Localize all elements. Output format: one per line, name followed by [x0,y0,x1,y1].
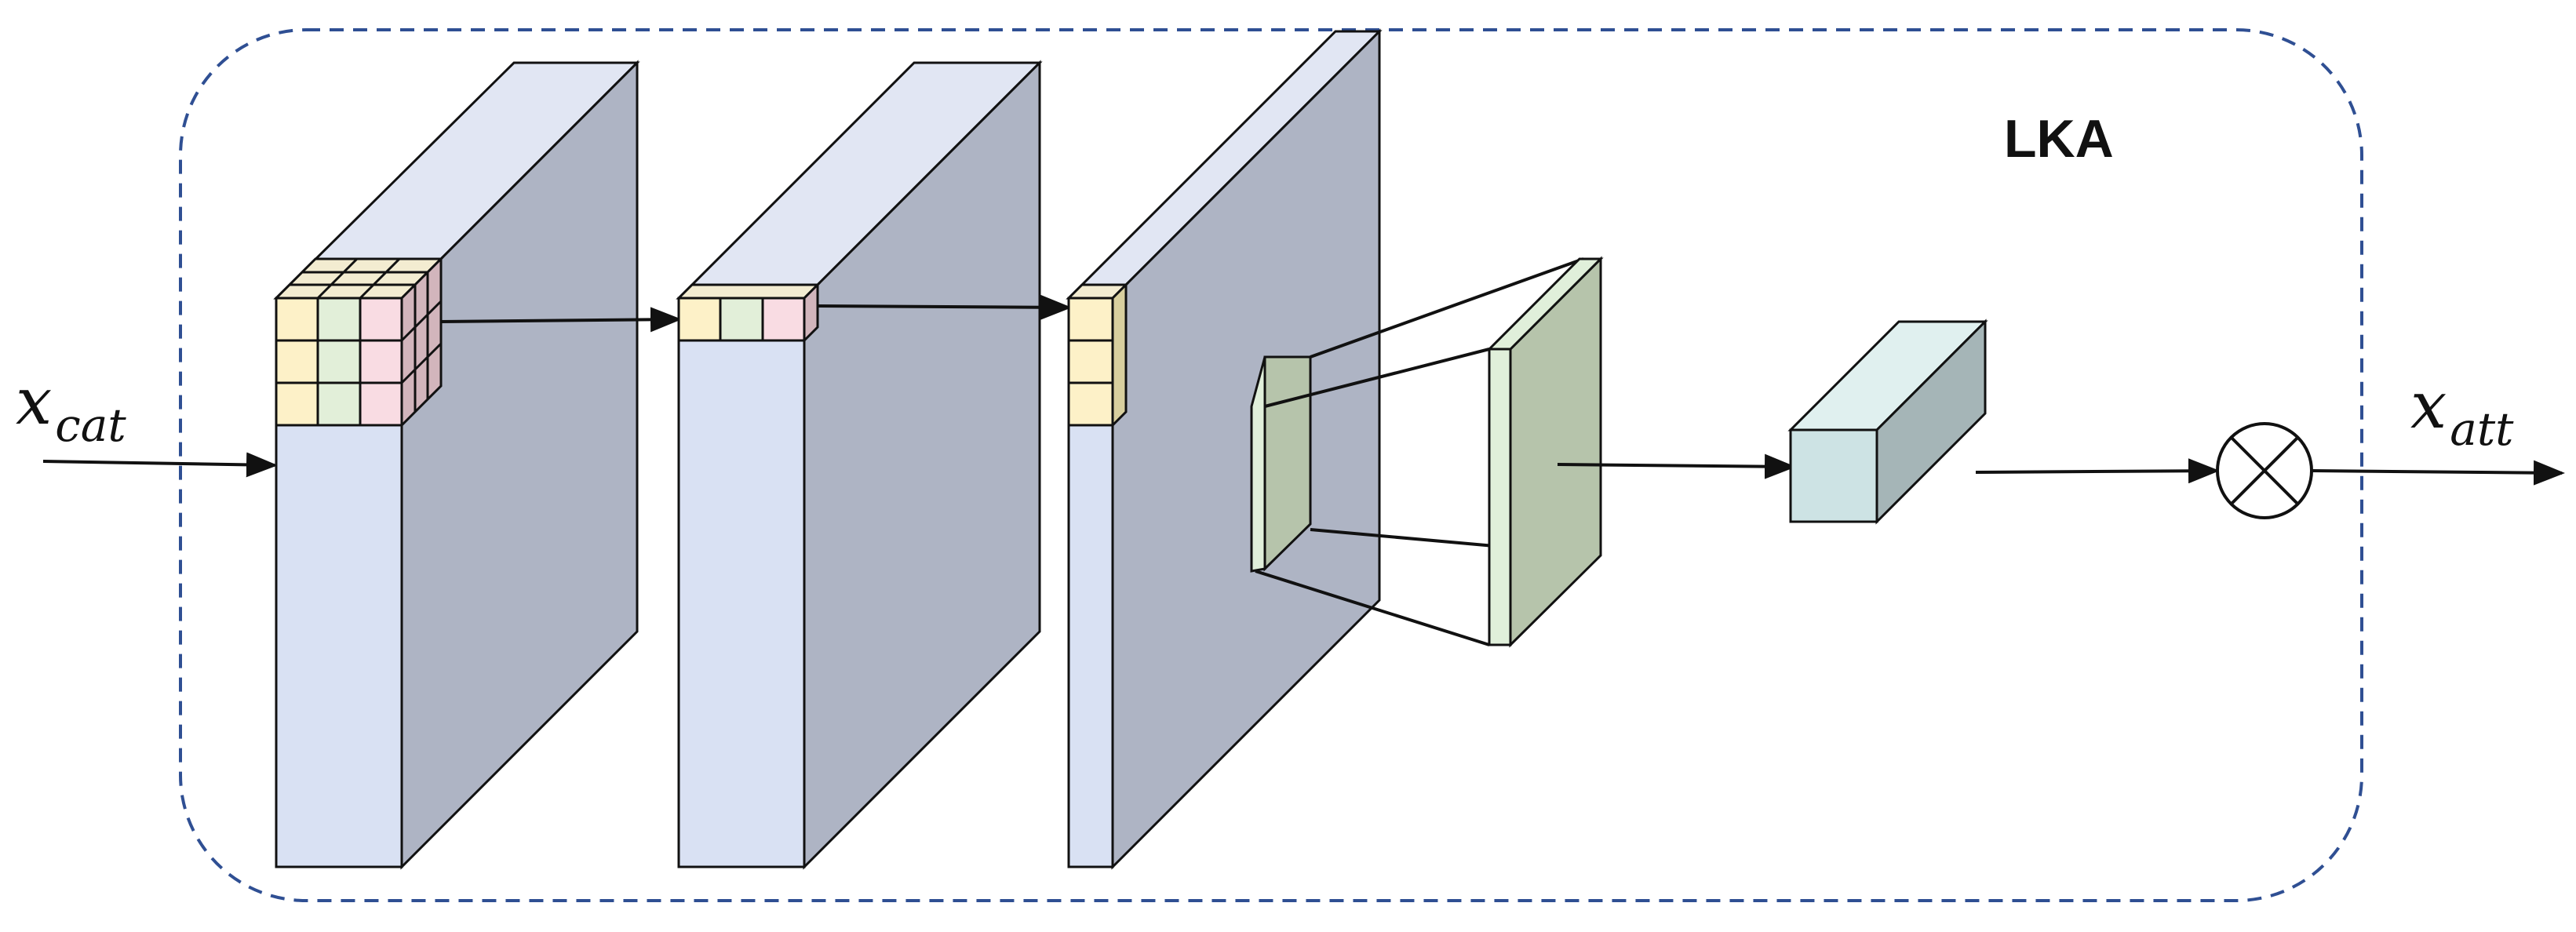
lka-module-frame [179,28,2363,902]
large-plane-top [1486,257,1604,351]
projection-line [1255,570,1490,646]
input-arrow [42,452,278,478]
kernel-top-gridline [316,257,359,300]
kernel-side-gridline [400,300,443,342]
kernel-cell [275,339,319,384]
output-label-base: x [2410,369,2447,443]
kernel-cell [359,339,403,384]
kernel-3x3-grid [273,256,444,428]
input-label-subscript: cat [55,399,126,452]
multiply-cross-icon [2230,436,2299,505]
multiply-operator [2216,422,2313,519]
arrow-map2-to-map3 [817,294,1072,320]
kernel-cell [1067,297,1114,342]
output-label-subscript: att [2450,402,2514,456]
kernel-cell [275,381,319,427]
small-plane-face [1263,355,1312,572]
kernel-cell [316,297,362,342]
kernel-cell [359,381,403,427]
attention-box [1787,319,1988,525]
arrow-map1-to-map2 [440,307,682,333]
output-arrow [2311,460,2565,486]
kernel-cell [359,297,403,342]
kernel-cell [1067,339,1114,384]
kernel-cell [316,381,362,427]
projection-line [1264,348,1490,408]
large-plane-edge [1488,348,1512,646]
kernel-top-gridline [359,257,401,300]
arrow-plane-to-box [1557,453,1796,479]
arrow-box-to-multiply [1975,458,2220,484]
kernel-cell [677,297,722,342]
projection-frustum [1250,256,1604,648]
kernel-cell [1067,381,1114,427]
input-label-base: x [16,365,52,439]
module-title: LKA [2004,109,2114,169]
input-label: xcat [16,365,126,452]
kernel-1x3-top [676,283,821,300]
feature-map-1 [273,60,640,870]
kernel-side-gridline [400,342,443,384]
projection-line [1310,257,1584,359]
kernel-cell [761,297,806,342]
feature-map-3 [1066,28,1383,870]
kernel-cell [275,297,319,342]
output-label: xatt [2410,369,2514,456]
kernel-cell [719,297,764,342]
kernel-3x1-column [1066,282,1129,428]
kernel-1x3-row [676,282,821,344]
feature-map-2 [676,60,1043,870]
kernel-cell [316,339,362,384]
feature-map-2-front-face [677,297,806,868]
kernel-3x1-side [1111,282,1128,428]
attention-box-front [1789,428,1878,523]
